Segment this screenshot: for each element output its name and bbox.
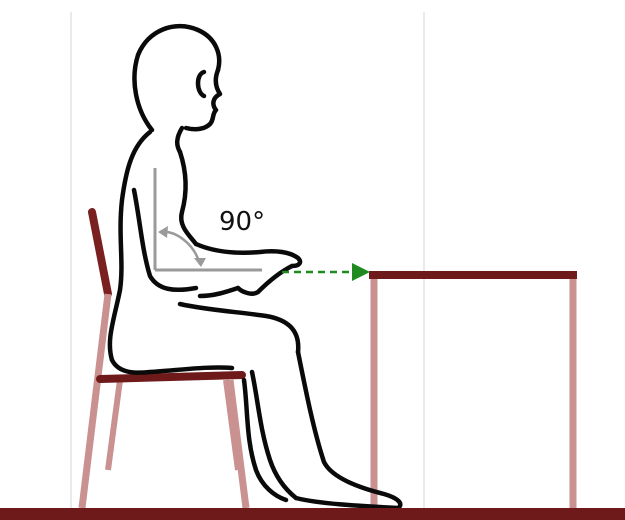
angle-arc-arrowhead-top bbox=[158, 226, 168, 238]
table bbox=[369, 275, 577, 508]
buttocks bbox=[112, 360, 232, 373]
face bbox=[186, 70, 220, 129]
lap bbox=[180, 304, 298, 352]
shin-front bbox=[298, 352, 400, 508]
angle-label: 90° bbox=[219, 207, 265, 237]
chair-seat bbox=[100, 375, 242, 379]
forearm-top bbox=[196, 244, 300, 266]
chest bbox=[180, 152, 196, 244]
floor bbox=[0, 508, 625, 520]
chair bbox=[82, 212, 246, 508]
chair-rear-leg-inner bbox=[108, 380, 120, 470]
angle-arc-arrowhead-bottom bbox=[194, 258, 206, 267]
head-back bbox=[134, 26, 219, 130]
neck-front bbox=[177, 128, 182, 152]
foot-sole bbox=[296, 498, 398, 508]
arrow-head-icon bbox=[352, 263, 370, 281]
ear bbox=[198, 72, 204, 96]
forearm-bottom bbox=[200, 288, 238, 296]
upper-arm-back bbox=[134, 190, 196, 290]
chair-back bbox=[92, 212, 108, 294]
chair-back-leg bbox=[82, 294, 108, 508]
